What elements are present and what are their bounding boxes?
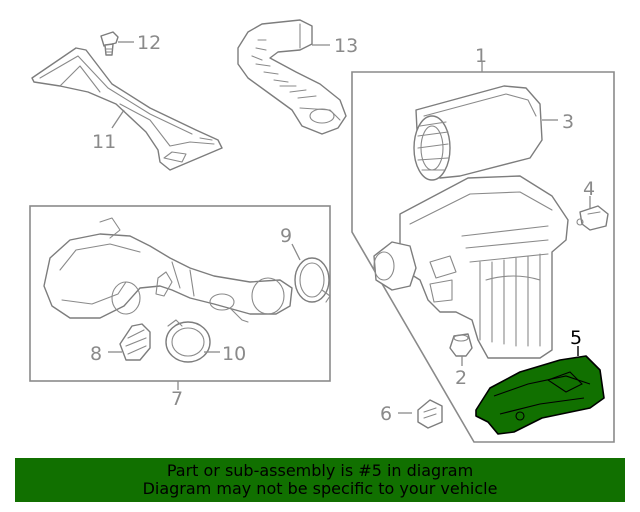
part-6-bracket (417, 399, 443, 429)
callout-8: 8 (90, 343, 102, 365)
highlight-notice-banner: Part or sub-assembly is #5 in diagram Di… (15, 458, 625, 502)
callout-4: 4 (583, 178, 595, 200)
callout-13: 13 (334, 35, 358, 57)
parts-diagram: 12 11 13 7 8 (29, 19, 615, 443)
callout-3: 3 (562, 111, 574, 133)
banner-line-1: Part or sub-assembly is #5 in diagram (166, 461, 474, 480)
part-3-air-filter (413, 85, 543, 181)
part-13-intake-hose (237, 19, 347, 135)
leader-9 (291, 243, 301, 261)
callout-6: 6 (380, 403, 392, 425)
group-box-1 (351, 71, 615, 443)
part-8-small-hose (119, 323, 151, 361)
callout-12: 12 (137, 32, 161, 54)
callout-10: 10 (222, 343, 246, 365)
part-1-air-cleaner-housing (373, 175, 569, 359)
part-10-hose-clamp (165, 319, 211, 363)
part-4-maf-sensor (576, 205, 609, 231)
callout-5: 5 (570, 327, 582, 349)
part-12-clip (100, 31, 119, 56)
callout-9: 9 (280, 225, 292, 247)
part-2-grommet (449, 333, 473, 357)
group-box-7 (29, 205, 331, 382)
callout-1: 1 (475, 45, 487, 67)
callout-7: 7 (171, 388, 183, 410)
callout-11: 11 (92, 131, 116, 153)
callout-2: 2 (455, 367, 467, 389)
part-5-lower-cover-highlighted[interactable] (475, 355, 605, 435)
banner-line-2: Diagram may not be specific to your vehi… (142, 479, 498, 498)
part-9-hose-clamp (294, 257, 331, 303)
part-7-inlet-pipe (43, 217, 293, 323)
part-11-air-duct-panel (31, 47, 223, 171)
leader-11 (111, 109, 125, 129)
